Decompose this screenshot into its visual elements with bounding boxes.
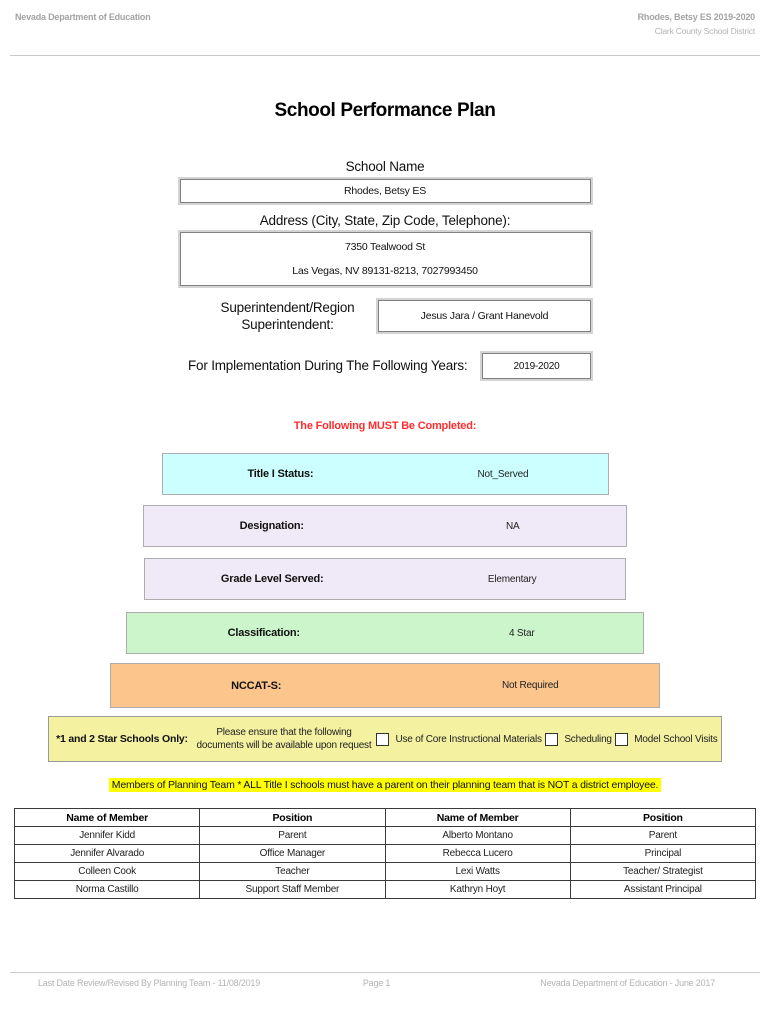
member-position-cell: Support Staff Member xyxy=(199,880,386,899)
header-school-year: Rhodes, Betsy ES 2019-2020 xyxy=(637,12,756,22)
star-schools-bar: *1 and 2 Star Schools Only: Please ensur… xyxy=(48,716,722,762)
check-item-model-visits: Model School Visits xyxy=(615,732,718,746)
page-header: Nevada Department of Education Rhodes, B… xyxy=(10,0,760,56)
page-title: School Performance Plan xyxy=(274,100,496,121)
header-district: Clark County School District xyxy=(654,26,755,36)
nccat-s-label: NCCAT-S: xyxy=(231,679,282,692)
school-name-label: School Name xyxy=(345,159,425,174)
scheduling-checkbox[interactable] xyxy=(545,732,559,746)
member-position-cell: Office Manager xyxy=(199,844,386,863)
title1-status-value: Not_Served xyxy=(477,468,529,480)
footer-revision-date: Last Date Review/Revised By Planning Tea… xyxy=(38,978,261,988)
col-header-position-1: Position xyxy=(199,808,386,827)
grade-level-value: Elementary xyxy=(487,573,537,585)
member-name-cell: Jennifer Kidd xyxy=(13,826,201,845)
designation-value: NA xyxy=(505,520,520,532)
model-visits-checkbox[interactable] xyxy=(615,732,629,746)
address-street: 7350 Tealwood St xyxy=(344,241,426,253)
school-name-input[interactable]: Rhodes, Betsy ES xyxy=(177,177,593,205)
nccat-s-value: Not Required xyxy=(501,680,559,691)
member-position-cell: Parent xyxy=(569,826,757,845)
planning-team-note: Members of Planning Team * ALL Title I s… xyxy=(108,778,662,792)
superintendent-input[interactable]: Jesus Jara / Grant Hanevold xyxy=(376,298,593,334)
nccat-s-row: NCCAT-S: Not Required xyxy=(110,663,660,708)
classification-label: Classification: xyxy=(227,627,300,639)
member-position-cell: Parent xyxy=(199,826,386,845)
designation-row: Designation: NA xyxy=(143,505,627,547)
star-schools-label: *1 and 2 Star Schools Only: xyxy=(56,733,188,745)
member-name-cell: Norma Castillo xyxy=(13,880,201,899)
member-name-cell: Rebecca Lucero xyxy=(384,844,571,863)
member-name-cell: Colleen Cook xyxy=(13,862,201,881)
implementation-row: For Implementation During The Following … xyxy=(0,351,770,381)
member-name-cell: Alberto Montano xyxy=(384,826,571,845)
implementation-years-input[interactable]: 2019-2020 xyxy=(480,351,593,381)
star-schools-note-line2: documents will be available upon request xyxy=(196,740,372,751)
member-position-cell: Teacher/ Strategist xyxy=(569,862,757,881)
col-header-name-2: Name of Member xyxy=(384,808,571,827)
table-header-row: Name of Member Position Name of Member P… xyxy=(13,808,757,827)
implementation-years-value: 2019-2020 xyxy=(513,360,560,372)
designation-label: Designation: xyxy=(239,520,304,532)
superintendent-label: Superintendent/Region Superintendent: xyxy=(220,300,355,332)
star-schools-checklist: Use of Core Instructional Materials Sche… xyxy=(373,732,721,746)
check-item-scheduling: Scheduling xyxy=(545,732,612,746)
title1-status-label: Title I Status: xyxy=(247,468,314,480)
school-name-value: Rhodes, Betsy ES xyxy=(343,185,426,197)
member-name-cell: Jennifer Alvarado xyxy=(13,844,201,863)
model-visits-checkbox-label: Model School Visits xyxy=(634,733,718,745)
grade-level-row: Grade Level Served: Elementary xyxy=(144,558,626,600)
col-header-position-2: Position xyxy=(569,808,757,827)
col-header-name-1: Name of Member xyxy=(13,808,201,827)
page-footer: Last Date Review/Revised By Planning Tea… xyxy=(10,972,760,988)
footer-page-number: Page 1 xyxy=(362,978,391,988)
core-materials-checkbox-label: Use of Core Instructional Materials xyxy=(395,733,542,745)
footer-publisher: Nevada Department of Education - June 20… xyxy=(540,978,716,988)
must-be-completed-note: The Following MUST Be Completed: xyxy=(293,420,477,432)
planning-team-table: Name of Member Position Name of Member P… xyxy=(13,808,757,899)
table-row: Norma Castillo Support Staff Member Kath… xyxy=(13,880,757,899)
classification-row: Classification: 4 Star xyxy=(126,612,644,654)
check-item-core-materials: Use of Core Instructional Materials xyxy=(376,732,542,746)
member-position-cell: Assistant Principal xyxy=(569,880,757,899)
grade-level-label: Grade Level Served: xyxy=(220,573,324,585)
superintendent-row: Superintendent/Region Superintendent: Je… xyxy=(0,298,770,336)
member-position-cell: Teacher xyxy=(199,862,386,881)
star-schools-note-line1: Please ensure that the following xyxy=(216,727,352,738)
member-position-cell: Principal xyxy=(569,844,757,863)
core-materials-checkbox[interactable] xyxy=(376,732,390,746)
header-agency: Nevada Department of Education xyxy=(15,12,151,22)
address-label: Address (City, State, Zip Code, Telephon… xyxy=(259,213,511,228)
address-city-line: Las Vegas, NV 89131-8213, 7027993450 xyxy=(292,265,478,277)
table-row: Colleen Cook Teacher Lexi Watts Teacher/… xyxy=(13,862,757,881)
table-row: Jennifer Alvarado Office Manager Rebecca… xyxy=(13,844,757,863)
title1-status-row: Title I Status: Not_Served xyxy=(161,453,609,495)
scheduling-checkbox-label: Scheduling xyxy=(564,733,612,745)
member-name-cell: Kathryn Hoyt xyxy=(384,880,571,899)
planning-team-note-wrap: Members of Planning Team * ALL Title I s… xyxy=(0,775,770,793)
superintendent-value: Jesus Jara / Grant Hanevold xyxy=(420,310,549,322)
implementation-label: For Implementation During The Following … xyxy=(188,358,468,373)
star-schools-note: Please ensure that the following documen… xyxy=(195,726,373,752)
member-name-cell: Lexi Watts xyxy=(384,862,571,881)
address-input[interactable]: 7350 Tealwood St Las Vegas, NV 89131-821… xyxy=(177,230,593,288)
classification-value: 4 Star xyxy=(508,627,535,639)
table-row: Jennifer Kidd Parent Alberto Montano Par… xyxy=(13,826,757,845)
header-school-block: Rhodes, Betsy ES 2019-2020 Clark County … xyxy=(638,12,760,36)
